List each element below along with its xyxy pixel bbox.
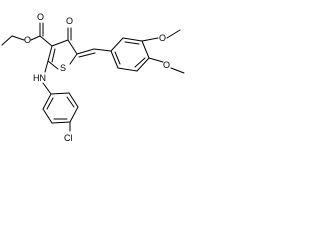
bond-c5-ch-double (78, 52, 96, 58)
bond-ar-5 (117, 67, 138, 72)
benzylidene-linker (76, 48, 112, 58)
bond-s-c2 (47, 60, 59, 70)
bond-ar-o-bottom (148, 57, 164, 63)
thiophene-ring (47, 27, 78, 70)
bond-c5-ch (76, 48, 95, 55)
bond-ch-aryl (93, 48, 112, 52)
bond-ch3-ch2 (1, 35, 13, 46)
chlorophenylamino-group (42, 60, 79, 132)
bond-o-ch3-top (166, 29, 181, 39)
bond-cp-5 (42, 108, 53, 124)
bond-o-ch3-bottom (170, 67, 185, 74)
bond-cp-inner-3 (46, 97, 54, 110)
bond-c2-c3 (47, 45, 53, 62)
bond-c3-c4 (51, 39, 69, 47)
atom-label-ester-o-ether: O (24, 35, 31, 45)
dimethoxyphenyl-ring (110, 29, 185, 74)
bond-ar-2 (122, 37, 143, 42)
bond-ch2-o (11, 35, 25, 41)
atom-label-ring-s: S (60, 63, 66, 73)
bond-cp-4 (51, 121, 71, 124)
bond-c2-n (44, 60, 49, 73)
bond-ar-1 (110, 37, 124, 52)
bond-c4-c5 (67, 39, 78, 55)
bond-c5-s (69, 53, 78, 65)
bond-cp-inner-1 (66, 96, 75, 108)
bond-ar-inner-2 (134, 57, 146, 68)
bond-cp-1 (50, 92, 70, 95)
atom-label-methoxy-o-bottom: O (163, 60, 170, 70)
bond-ar-4 (136, 57, 150, 72)
atom-label-amine: HN (33, 73, 46, 83)
chemical-structure-diagram: O O O S HN O O Cl (1, 12, 185, 143)
bond-n-aryl (42, 82, 52, 95)
bond-cp-3 (69, 106, 79, 123)
atom-label-ketone-o: O (66, 16, 73, 26)
structure-canvas: O O O S HN O O Cl (0, 0, 200, 148)
bond-cp-2 (68, 92, 79, 108)
ethyl-ester-group (1, 22, 53, 47)
bond-c2-c3-double (51, 48, 56, 63)
bond-o-carbonyl-c (30, 35, 41, 41)
bond-ar-3 (141, 40, 150, 59)
atom-label-ester-o-carbonyl: O (37, 12, 44, 22)
bond-ar-o-top (141, 37, 159, 42)
atom-label-chlorine: Cl (64, 133, 73, 143)
bond-carbonyl-c-ring (39, 35, 53, 47)
bond-cp-6 (42, 93, 52, 110)
bond-ar-inner-3 (114, 51, 121, 65)
bond-ar-6 (110, 50, 119, 69)
atom-label-methoxy-o-top: O (159, 33, 166, 43)
bond-ar-inner-1 (124, 41, 140, 45)
